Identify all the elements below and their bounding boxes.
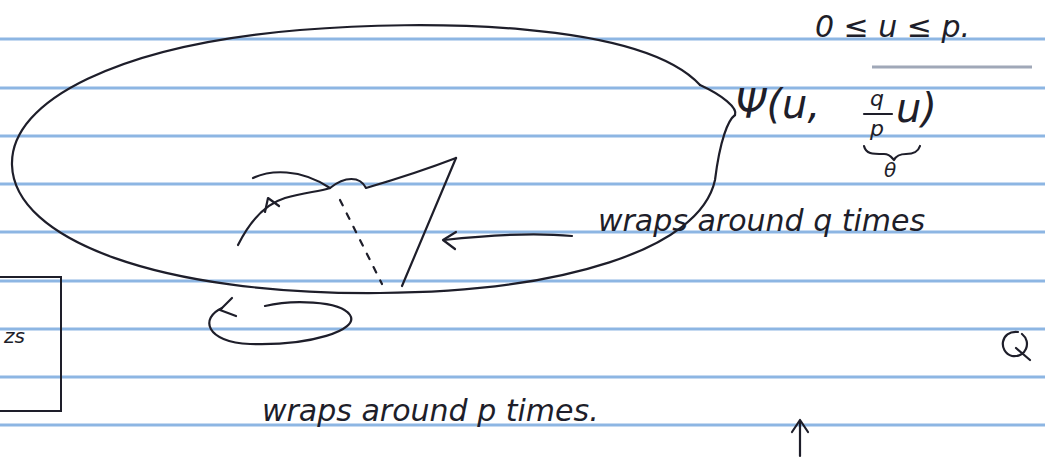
arrowhead [220, 298, 236, 316]
hole-curve [253, 172, 330, 188]
formula-part: u) [896, 88, 937, 128]
fraction-bar [864, 113, 892, 115]
ruled-lines [0, 39, 1045, 425]
loop-arrow [209, 302, 351, 344]
fraction-numerator: q [870, 88, 884, 110]
fraction-denominator: p [870, 118, 884, 140]
arrowhead [792, 420, 808, 432]
torus-outline [12, 25, 735, 293]
circled-mark [1003, 332, 1030, 360]
annotation: wraps around q times [598, 206, 925, 236]
partial-box: zs [0, 276, 62, 412]
annotation: wraps around p times. [262, 396, 599, 426]
pointer-arrow [444, 234, 572, 240]
up-arrow [799, 422, 801, 456]
underbrace-symbol: θ [884, 160, 896, 180]
underbrace [864, 146, 920, 160]
box-text: zs [0, 326, 60, 346]
curve-on-torus [238, 158, 456, 245]
parameter-range: 0 ≤ u ≤ p. [815, 12, 970, 42]
margin-mark [872, 66, 1032, 69]
meridian-line [402, 158, 456, 286]
arrowhead [265, 198, 279, 212]
arrowhead [443, 232, 456, 249]
formula-part: Ψ(u, [735, 84, 820, 124]
torus-outline-end [700, 85, 735, 115]
hidden-line [340, 200, 382, 284]
